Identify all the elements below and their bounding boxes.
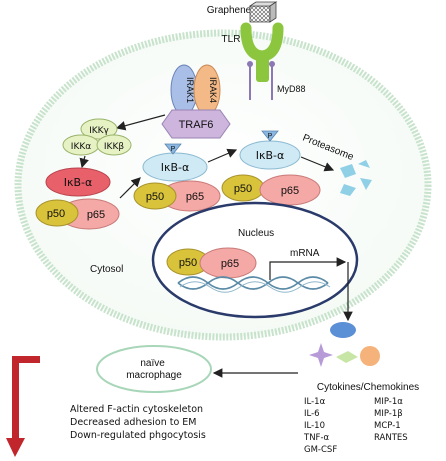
cytokine-item: IL-6 xyxy=(304,409,320,419)
effect-item: Down-regulated phgocytosis xyxy=(70,430,206,441)
chemokine-item: MIP-1β xyxy=(374,409,403,419)
ikk-complex xyxy=(62,118,132,156)
p50-free-label: p50 xyxy=(234,183,252,195)
chemokine-item: MCP-1 xyxy=(374,421,401,431)
naive-macrophage xyxy=(96,345,212,393)
ikk-gamma-label: IKKγ xyxy=(89,126,109,136)
cytokine-diamond-icon xyxy=(336,351,358,363)
secreted-molecules xyxy=(309,322,380,367)
p50-label-2: p50 xyxy=(146,191,164,203)
arrow-to-free-ikb xyxy=(207,148,238,163)
traf6-node xyxy=(161,109,231,139)
ikk-gamma-node xyxy=(80,118,118,140)
p50-label: p50 xyxy=(47,208,65,220)
cytokines-chemokines-title: Cytokines/Chemokines xyxy=(317,382,419,393)
traf6-label: TRAF6 xyxy=(179,119,214,131)
naive-macrophage-label: naïve macrophage xyxy=(126,358,182,381)
mrna-label: mRNA xyxy=(290,248,320,259)
ikb-bound-node xyxy=(45,167,111,197)
myd88-adaptor xyxy=(247,61,275,100)
p50-nuclear-label: p50 xyxy=(179,257,197,269)
ikb-bound-label: IκB-α xyxy=(64,176,93,189)
effect-item: Decreased adhesion to EM xyxy=(70,417,197,428)
irak-traf6-complex xyxy=(161,64,231,139)
inactive-nfkb-complex xyxy=(35,167,120,230)
effect-arrow-icon xyxy=(6,356,40,457)
cytokine-circle-icon xyxy=(360,346,380,366)
arrow-ikk-to-complex xyxy=(79,155,89,169)
transcription-arrow xyxy=(269,257,347,280)
tlr-label: TLR xyxy=(222,34,241,45)
arrow-to-phospho-complex xyxy=(119,177,141,199)
phospho-nfkb-complex xyxy=(133,143,221,212)
cytokine-star-icon xyxy=(309,343,333,367)
phospho-tag-1 xyxy=(164,143,182,155)
ikk-beta-label: IKKβ xyxy=(104,142,124,152)
p50-node xyxy=(35,199,79,227)
myd88-label: MyD88 xyxy=(277,84,306,94)
phospho-tag-2 xyxy=(261,130,279,142)
ikb-phospho-label: IκB-α xyxy=(161,161,190,174)
arrow-traf6-to-ikk xyxy=(115,114,166,131)
p65-free-node xyxy=(259,174,321,206)
p65-free-label: p65 xyxy=(281,185,299,197)
dna-helix-icon xyxy=(177,276,331,293)
phospho-label-2: P xyxy=(268,133,273,140)
graphene-icon xyxy=(248,1,278,23)
ikk-alpha-label: IKKα xyxy=(71,142,91,152)
ikk-beta-node xyxy=(96,134,132,156)
cytokine-item: IL-10 xyxy=(304,421,325,431)
p65-label-2: p65 xyxy=(186,191,204,203)
irak4-label: IRAK4 xyxy=(208,77,218,103)
p65-label: p65 xyxy=(87,209,105,221)
cytokine-ellipse-icon xyxy=(330,322,356,338)
cytokine-item: TNF-α xyxy=(303,433,330,443)
arrow-to-proteasome xyxy=(300,156,335,172)
effect-item: Altered F-actin cytoskeleton xyxy=(70,404,203,415)
graphene-label: Graphene xyxy=(207,5,252,16)
cytokine-item: GM-CSF xyxy=(304,445,337,455)
p50-node-2 xyxy=(133,182,177,210)
degraded-fragments-icon xyxy=(340,160,372,196)
cytokine-item: IL-1α xyxy=(304,397,326,407)
chemokine-item: RANTES xyxy=(374,433,408,443)
tlr-receptor xyxy=(240,22,284,82)
nucleus-label: Nucleus xyxy=(238,228,274,239)
irak1-label: IRAK1 xyxy=(185,77,195,103)
cytosol-label: Cytosol xyxy=(90,264,123,275)
ikb-free-label: IκB-α xyxy=(256,149,285,162)
chemokine-item: MIP-1α xyxy=(374,397,403,407)
p65-nuclear-label: p65 xyxy=(221,258,239,270)
ikb-phospho-node xyxy=(142,152,208,182)
phospho-label-1: P xyxy=(171,146,176,153)
